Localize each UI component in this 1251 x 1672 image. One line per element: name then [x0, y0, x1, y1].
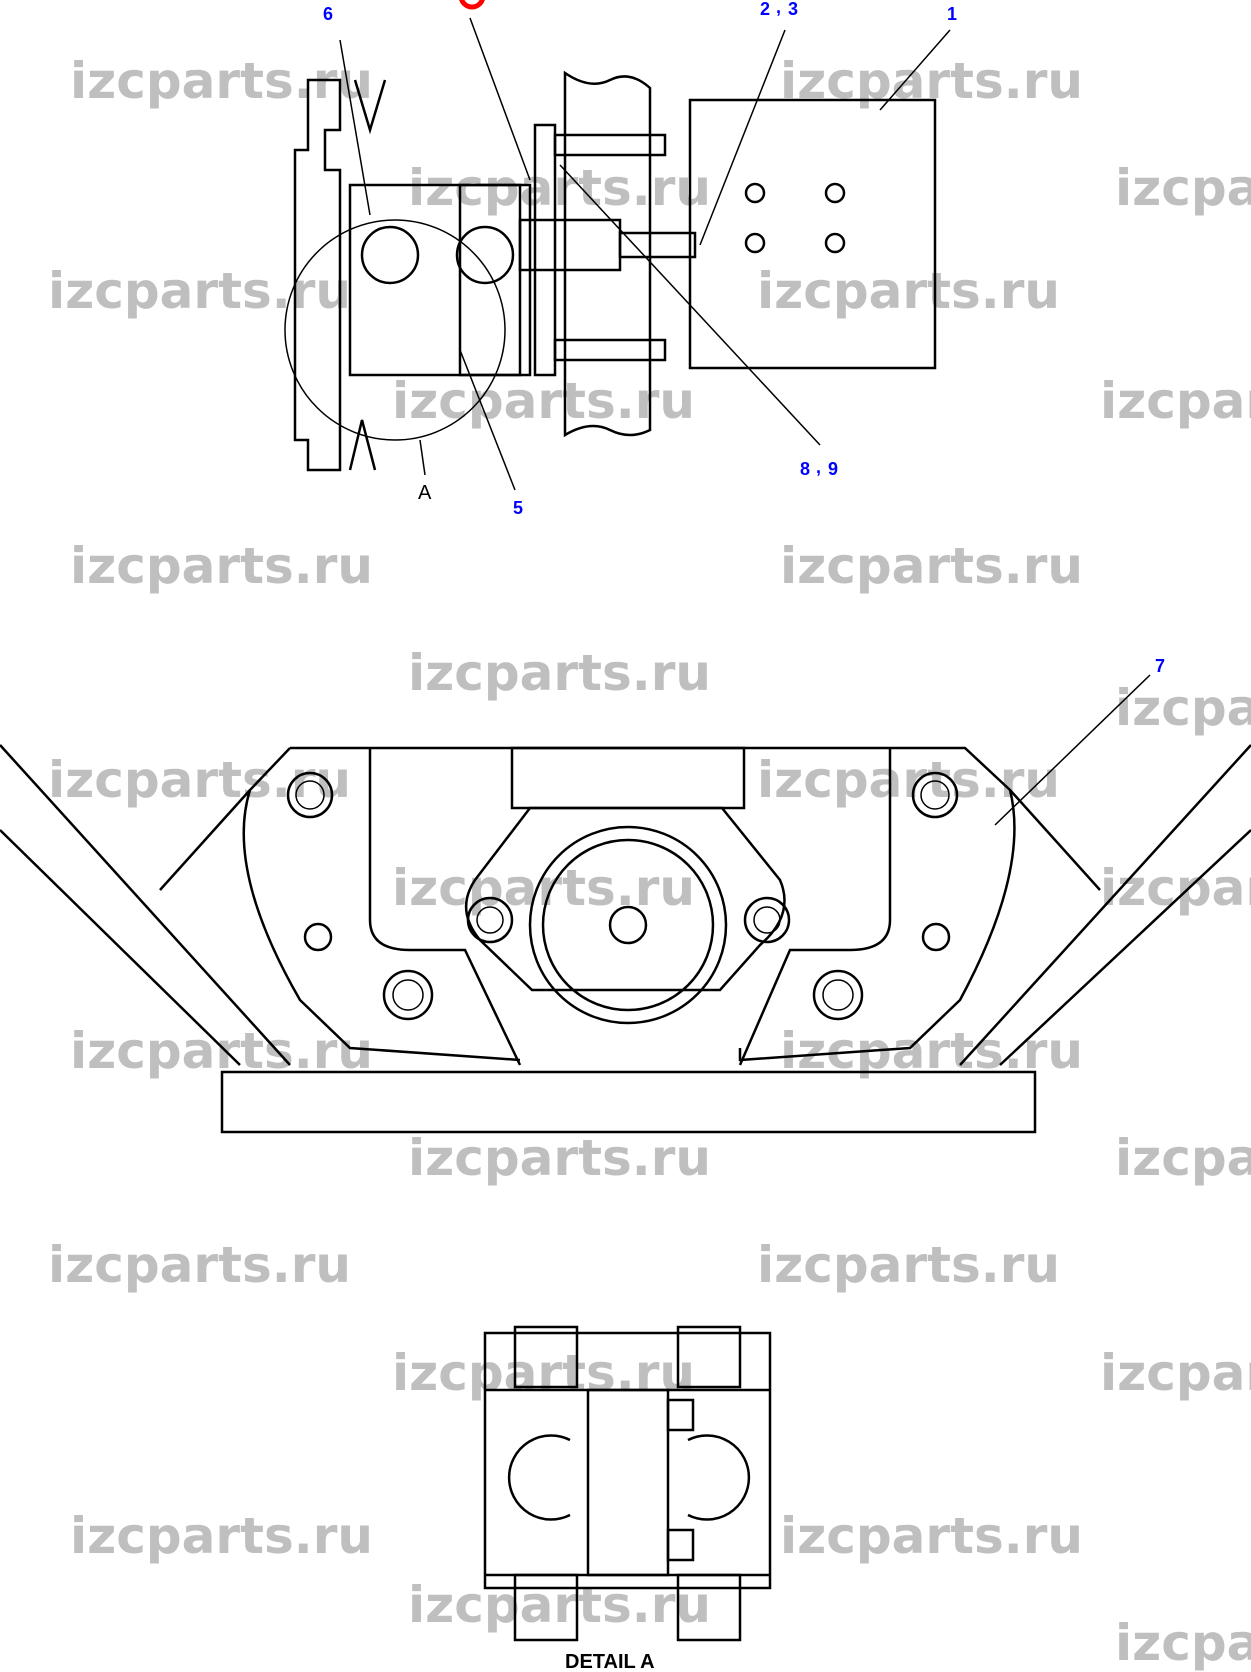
watermark: izcparts.ru — [780, 537, 1083, 595]
watermark: izcparts.ru — [392, 372, 695, 430]
callout-6: 6 — [323, 4, 333, 24]
watermark: izcparts.ru — [1115, 679, 1251, 737]
callout-7: 7 — [1155, 656, 1165, 676]
bracket-plate — [688, 98, 937, 370]
watermark: izcparts.ru — [48, 262, 351, 320]
watermark: izcparts.ru — [408, 159, 711, 217]
watermark: izcparts.ru — [48, 1236, 351, 1294]
callout-9: 9 — [828, 459, 838, 479]
highlight-marker — [459, 0, 485, 10]
watermark: izcparts.ru — [408, 1576, 711, 1634]
callout-comma: , — [816, 457, 821, 477]
watermark: izcparts.ru — [1100, 1344, 1251, 1402]
top-view-assembly — [284, 17, 951, 491]
watermark: izcparts.ru — [780, 1022, 1083, 1080]
watermarks: izcparts.ru izcparts.ru izcparts.ru izcp… — [48, 52, 1251, 1672]
callout-3: 3 — [788, 0, 798, 19]
watermark: izcparts.ru — [408, 1129, 711, 1187]
watermark: izcparts.ru — [780, 52, 1083, 110]
watermark: izcparts.ru — [1100, 859, 1251, 917]
view-label-a: A — [418, 482, 432, 504]
detail-a-circle — [284, 219, 506, 441]
watermark: izcparts.ru — [392, 1344, 695, 1402]
watermark: izcparts.ru — [1115, 1614, 1251, 1672]
watermark: izcparts.ru — [757, 262, 1060, 320]
watermark: izcparts.ru — [1115, 1129, 1251, 1187]
callout-comma: , — [776, 0, 781, 17]
callout-8: 8 — [800, 459, 810, 479]
watermark: izcparts.ru — [757, 751, 1060, 809]
watermark: izcparts.ru — [48, 751, 351, 809]
watermark: izcparts.ru — [70, 1022, 373, 1080]
watermark: izcparts.ru — [70, 537, 373, 595]
watermark: izcparts.ru — [70, 1507, 373, 1565]
watermark: izcparts.ru — [1100, 372, 1251, 430]
watermark: izcparts.ru — [757, 1236, 1060, 1294]
watermark: izcparts.ru — [392, 859, 695, 917]
callout-2: 2 — [760, 0, 770, 19]
detail-a-label: DETAIL A — [565, 1651, 655, 1672]
base-plate — [220, 1070, 1037, 1134]
watermark: izcparts.ru — [1115, 159, 1251, 217]
callout-1: 1 — [947, 4, 957, 24]
watermark: izcparts.ru — [408, 644, 711, 702]
front-view-assembly — [0, 674, 1251, 1134]
watermark: izcparts.ru — [780, 1507, 1083, 1565]
detail-a-view — [483, 1325, 772, 1642]
callout-5: 5 — [513, 498, 523, 518]
